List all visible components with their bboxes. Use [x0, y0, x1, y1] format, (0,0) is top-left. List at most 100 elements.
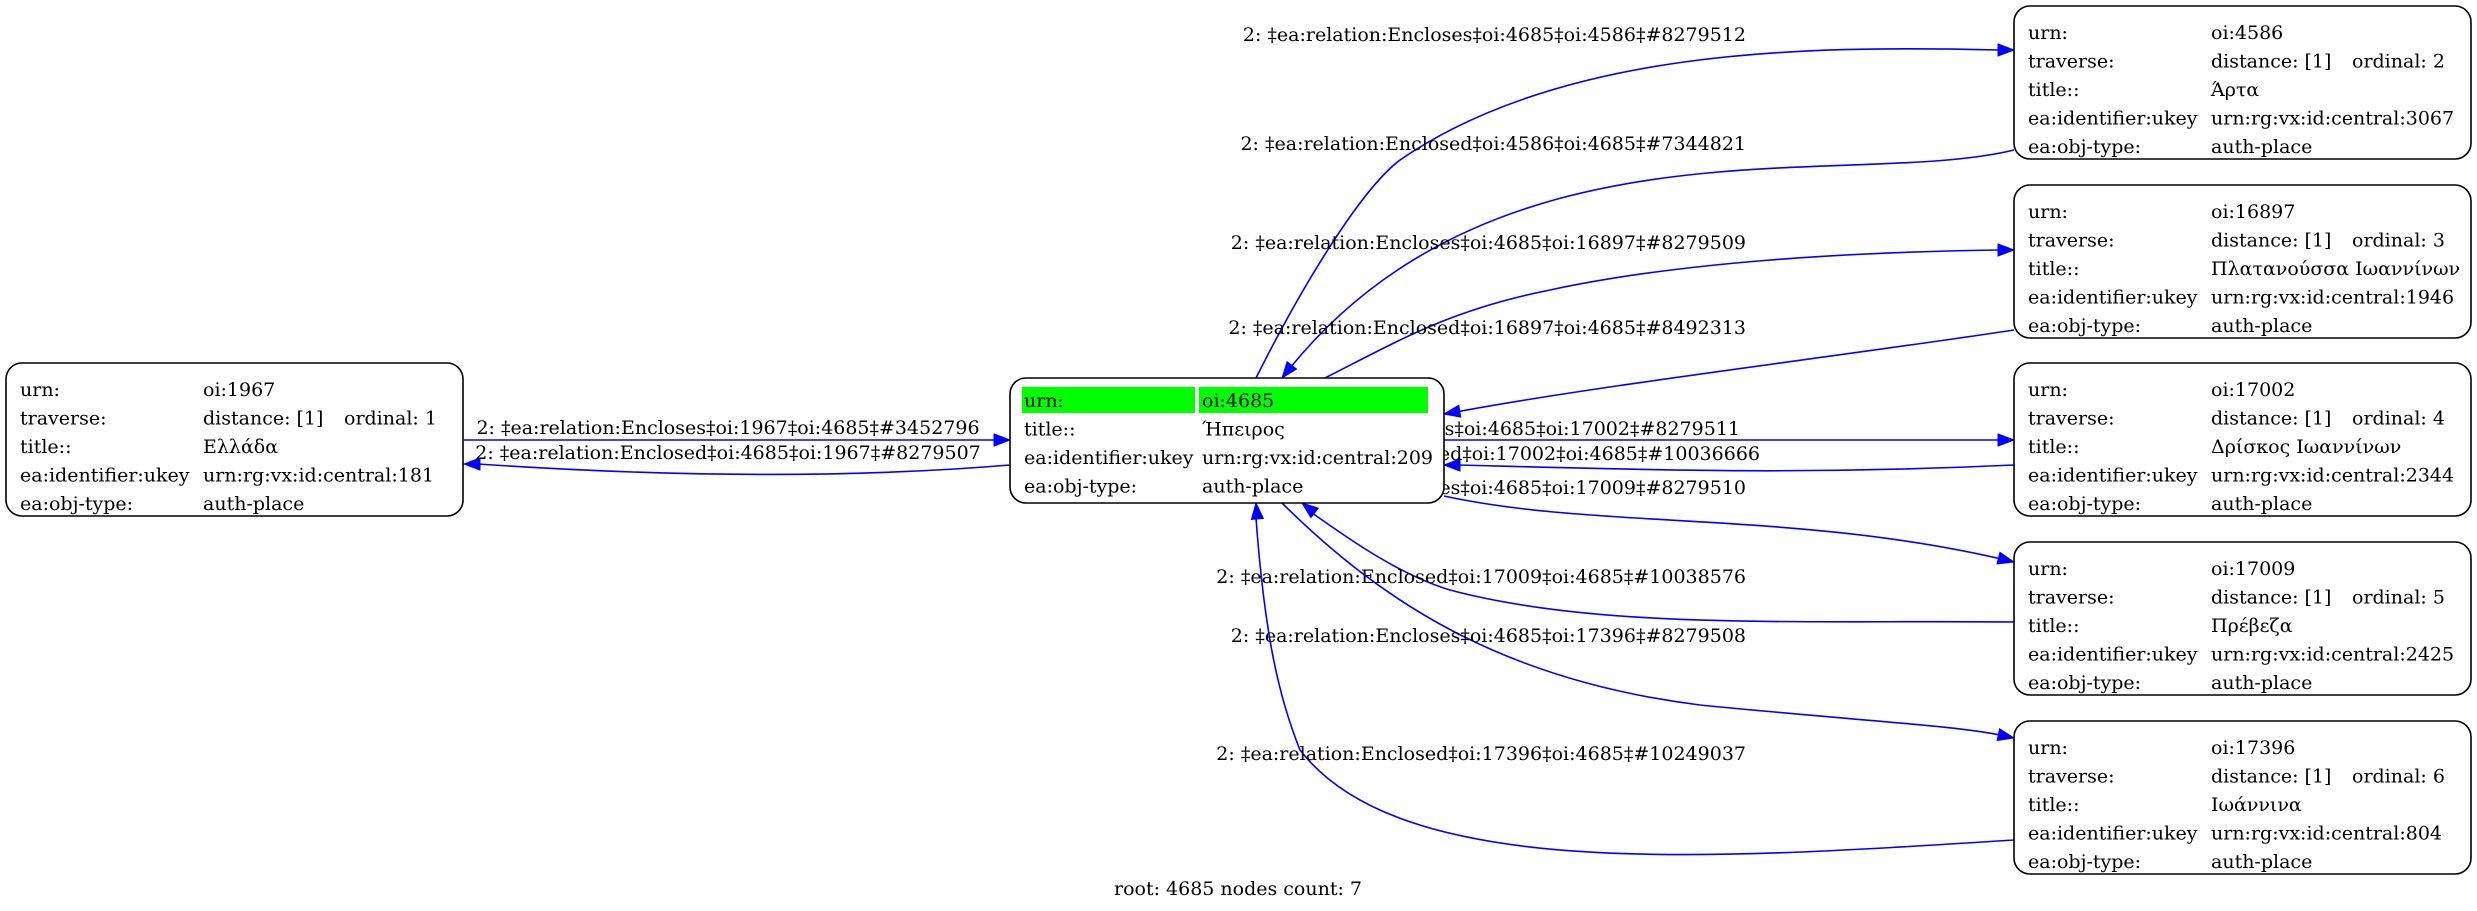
field-key: title:: — [2028, 436, 2079, 458]
node-oi-1967[interactable]: urn: oi:1967 traverse: distance: [1] ordinal… — [5, 362, 464, 517]
node-box — [2013, 720, 2472, 875]
field-value: Πλατανούσσα Ιωαννίνων — [2211, 258, 2460, 280]
field-ordinal: ordinal: 3 — [2352, 230, 2445, 252]
field-key: ea:identifier:ukey — [2028, 823, 2198, 845]
field-key: traverse: — [20, 408, 107, 430]
field-value: oi:17009 — [2211, 558, 2295, 580]
arrowhead-icon — [1997, 433, 2016, 447]
field-key: ea:obj-type: — [1024, 476, 1137, 498]
field-key: ea:obj-type: — [2028, 493, 2141, 515]
field-value: oi:16897 — [2211, 201, 2295, 223]
root-value-highlight — [1199, 387, 1428, 413]
field-key: title:: — [20, 436, 71, 458]
root-key-highlight — [1022, 387, 1195, 413]
field-key: ea:obj-type: — [2028, 136, 2141, 158]
edge-label: 2: ‡ea:relation:Enclosed‡oi:4586‡oi:4685… — [1240, 133, 1746, 155]
field-value: distance: [1] — [203, 408, 323, 430]
arrowhead-icon — [993, 433, 1012, 447]
field-value: distance: [1] — [2211, 587, 2331, 609]
field-value: distance: [1] — [2211, 51, 2331, 73]
field-ordinal: ordinal: 5 — [2352, 587, 2445, 609]
field-value: Άρτα — [2210, 79, 2259, 101]
field-value: oi:17396 — [2211, 737, 2295, 759]
arrowhead-icon — [1442, 458, 1461, 472]
node-box — [2013, 184, 2472, 339]
field-key: ea:identifier:ukey — [20, 465, 190, 487]
field-value: auth-place — [2211, 672, 2312, 694]
edge-oi-16897-to-oi-4685: 2: ‡ea:relation:Enclosed‡oi:16897‡oi:468… — [1228, 317, 2015, 418]
node-box — [2013, 5, 2472, 160]
field-key: ea:obj-type: — [2028, 672, 2141, 694]
field-key: urn: — [20, 379, 60, 401]
graph-caption: root: 4685 nodes count: 7 — [1114, 878, 1362, 900]
edge-line — [1255, 47, 2001, 379]
edge-oi-4685-to-oi-1967: 2: ‡ea:relation:Enclosed‡oi:4685‡oi:1967… — [462, 442, 1011, 476]
edge-label: 2: ‡ea:relation:Enclosed‡oi:17396‡oi:468… — [1216, 743, 1746, 765]
field-key: ea:obj-type: — [2028, 851, 2141, 873]
node-box — [2013, 541, 2472, 696]
edge-oi-1967-to-oi-4685: 2: ‡ea:relation:Encloses‡oi:1967‡oi:4685… — [464, 417, 1012, 447]
arrowhead-icon — [462, 457, 481, 471]
field-value: Ιωάννινα — [2211, 794, 2302, 816]
edge-line — [1281, 502, 2001, 736]
field-value: oi:17002 — [2211, 379, 2295, 401]
field-ordinal: ordinal: 1 — [344, 408, 437, 430]
field-ordinal: ordinal: 6 — [2352, 766, 2445, 788]
field-value: auth-place — [2211, 136, 2312, 158]
field-value: auth-place — [1202, 476, 1303, 498]
field-key: title:: — [2028, 615, 2079, 637]
field-key: title:: — [2028, 79, 2079, 101]
edge-line — [1443, 495, 2015, 563]
edge-line — [1324, 249, 2001, 379]
edge-oi-4685-to-oi-4586: 2: ‡ea:relation:Encloses‡oi:4685‡oi:4586… — [1243, 24, 2016, 379]
edge-line — [1307, 509, 2015, 623]
field-key: traverse: — [2028, 587, 2115, 609]
field-key: urn: — [2028, 22, 2068, 44]
field-value: urn:rg:vx:id:central:3067 — [2211, 108, 2454, 130]
field-value: urn:rg:vx:id:central:804 — [2211, 823, 2442, 845]
field-key: traverse: — [2028, 408, 2115, 430]
edge-line — [1455, 329, 2015, 413]
edge-oi-4586-to-oi-4685: 2: ‡ea:relation:Enclosed‡oi:4586‡oi:4685… — [1240, 133, 2015, 380]
node-layer: urn: oi:1967 traverse: distance: [1] ordinal… — [5, 5, 2472, 875]
field-value: distance: [1] — [2211, 766, 2331, 788]
field-value: Ήπειρος — [1202, 419, 1285, 441]
field-key: urn: — [2028, 201, 2068, 223]
field-key: traverse: — [2028, 766, 2115, 788]
field-value: oi:1967 — [203, 379, 275, 401]
field-key: ea:obj-type: — [2028, 315, 2141, 337]
arrowhead-icon — [1281, 360, 1298, 380]
arrowhead-icon — [1997, 243, 2016, 257]
field-key: ea:identifier:ukey — [1024, 447, 1194, 469]
field-key: urn: — [2028, 379, 2068, 401]
field-key: urn: — [1024, 390, 1064, 412]
field-key: ea:identifier:ukey — [2028, 644, 2198, 666]
field-value: auth-place — [2211, 315, 2312, 337]
edge-oi-4685-to-oi-17396: 2: ‡ea:relation:Encloses‡oi:4685‡oi:1739… — [1231, 502, 2016, 742]
edge-oi-4685-to-oi-16897: 2: ‡ea:relation:Encloses‡oi:4685‡oi:1689… — [1231, 232, 2016, 379]
arrowhead-icon — [1250, 501, 1265, 521]
field-value: urn:rg:vx:id:central:209 — [1202, 447, 1433, 469]
edge-label: 2: ‡ea:relation:Enclosed‡oi:4685‡oi:1967… — [475, 442, 981, 464]
node-oi-17002[interactable]: urn: oi:17002 traverse: distance: [1] ordina… — [2013, 362, 2472, 517]
field-ordinal: ordinal: 4 — [2352, 408, 2445, 430]
edge-line — [477, 463, 1011, 476]
edge-line — [1289, 149, 2015, 369]
arrowhead-icon — [1996, 551, 2016, 565]
field-value: distance: [1] — [2211, 408, 2331, 430]
edge-label: 2: ‡ea:relation:Enclosed‡oi:16897‡oi:468… — [1228, 317, 1746, 339]
node-oi-4685[interactable]: urn:oi:4685title::Ήπειροςea:identifier:u… — [1009, 377, 1445, 504]
field-value: auth-place — [2211, 493, 2312, 515]
field-value: auth-place — [2211, 851, 2312, 873]
field-value: auth-place — [203, 493, 304, 515]
field-value: Δρίσκος Ιωαννίνων — [2211, 436, 2401, 458]
field-key: traverse: — [2028, 51, 2115, 73]
field-key: ea:identifier:ukey — [2028, 287, 2198, 309]
field-value: oi:4586 — [2211, 22, 2283, 44]
field-key: ea:obj-type: — [20, 493, 133, 515]
